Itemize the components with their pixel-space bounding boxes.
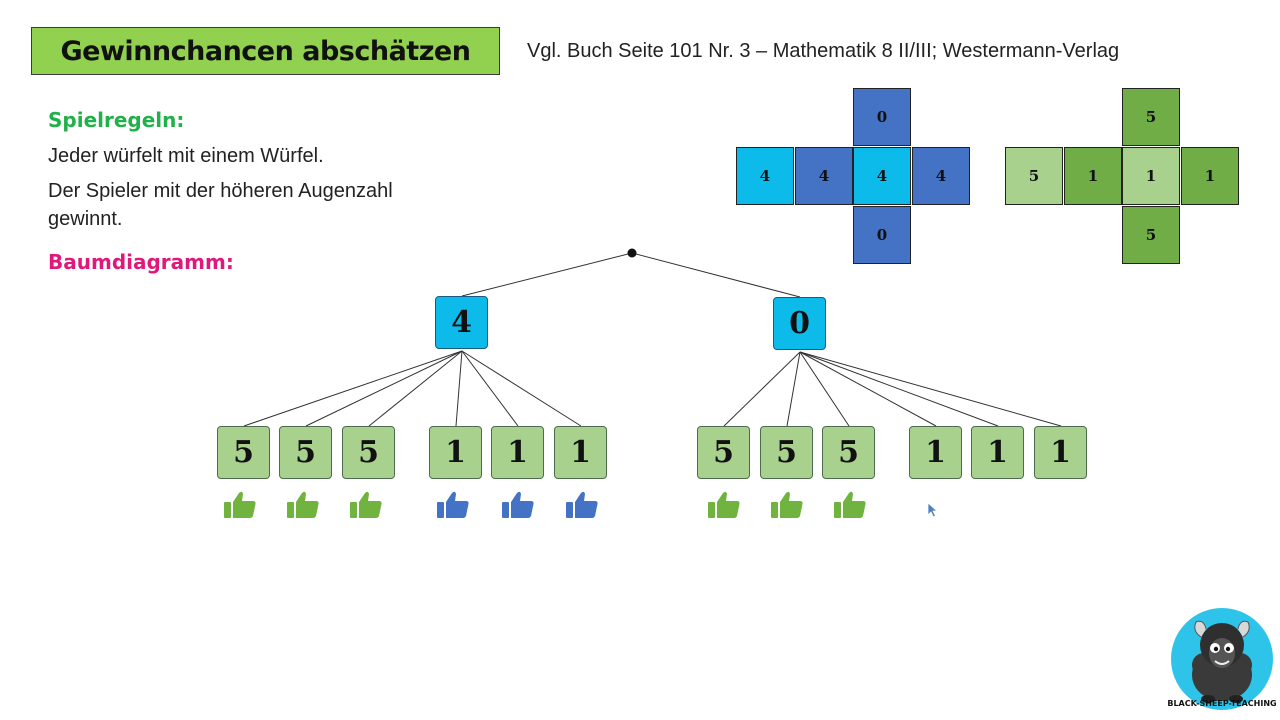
thumb-up-blue-icon	[437, 491, 469, 518]
blue-net-cell: 4	[912, 147, 970, 205]
green-net-top: 5	[1122, 88, 1180, 146]
tree-node-l2: 1	[429, 426, 482, 479]
blue-net-cell: 4	[736, 147, 794, 205]
tree-node-l2: 5	[342, 426, 395, 479]
tree-node-l2: 5	[822, 426, 875, 479]
thumb-up-green-icon	[350, 491, 382, 518]
green-net-cell: 5	[1005, 147, 1063, 205]
logo-text: BLACK-SHEEP-TEACHING	[1167, 699, 1277, 708]
rules-heading: Spielregeln:	[48, 108, 185, 132]
blue-net-top: 0	[853, 88, 911, 146]
black-sheep-logo-icon	[1171, 608, 1273, 710]
rule-line-1: Jeder würfelt mit einem Würfel.	[48, 145, 324, 167]
blue-net-bottom: 0	[853, 206, 911, 264]
tree-node-l2: 1	[491, 426, 544, 479]
tree-node-l1: 0	[773, 297, 826, 350]
tree-node-l2: 1	[554, 426, 607, 479]
thumb-up-green-icon	[771, 491, 803, 518]
thumb-up-green-icon	[708, 491, 740, 518]
rule-line-2: Der Spieler mit der höheren Augenzahl	[48, 180, 393, 202]
mouse-cursor-icon	[927, 502, 939, 518]
green-net-bottom: 5	[1122, 206, 1180, 264]
green-net-cell: 1	[1064, 147, 1122, 205]
blue-net-cell: 4	[853, 147, 911, 205]
tree-node-l2: 5	[217, 426, 270, 479]
thumb-up-blue-icon	[566, 491, 598, 518]
thumb-up-green-icon	[834, 491, 866, 518]
thumb-up-blue-icon	[502, 491, 534, 518]
tree-node-l2: 1	[971, 426, 1024, 479]
tree-node-l1: 4	[435, 296, 488, 349]
thumb-up-green-icon	[224, 491, 256, 518]
green-net-cell: 1	[1181, 147, 1239, 205]
tree-root	[627, 248, 637, 258]
tree-node-l2: 5	[760, 426, 813, 479]
page-title: Gewinnchancen abschätzen	[60, 35, 471, 67]
rule-line-3: gewinnt.	[48, 208, 123, 230]
book-reference: Vgl. Buch Seite 101 Nr. 3 – Mathematik 8…	[527, 40, 1120, 62]
green-net-cell: 1	[1122, 147, 1180, 205]
tree-node-l2: 5	[279, 426, 332, 479]
tree-node-l2: 5	[697, 426, 750, 479]
tree-node-l2: 1	[909, 426, 962, 479]
tree-heading: Baumdiagramm:	[48, 250, 234, 274]
tree-node-l2: 1	[1034, 426, 1087, 479]
title-box: Gewinnchancen abschätzen	[31, 27, 500, 75]
thumb-up-green-icon	[287, 491, 319, 518]
blue-net-cell: 4	[795, 147, 853, 205]
